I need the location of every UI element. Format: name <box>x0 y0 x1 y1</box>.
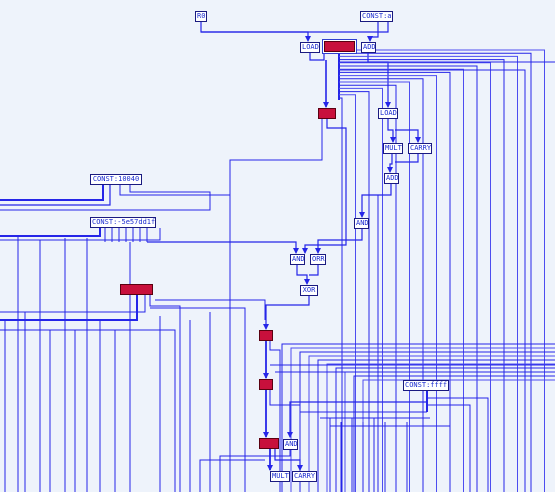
edge-96 <box>219 450 291 492</box>
edge-22 <box>339 49 545 492</box>
edge-2 <box>367 22 379 42</box>
node-const-a[interactable]: CONST:a <box>360 11 393 22</box>
edge-60 <box>150 307 246 492</box>
edge-66 <box>269 390 301 420</box>
node-and-2[interactable]: AND <box>290 254 305 265</box>
edge-52 <box>315 229 363 254</box>
edge-70 <box>308 355 555 492</box>
node-const-ffff[interactable]: CONST:ffff <box>403 380 449 391</box>
edge-57 <box>149 295 181 492</box>
node-red-wide[interactable] <box>120 284 153 295</box>
edge-16 <box>339 68 464 492</box>
edge-69 <box>299 351 555 492</box>
edge-36 <box>0 185 211 211</box>
edge-75 <box>353 375 555 492</box>
edge-6 <box>367 53 391 108</box>
edge-24 <box>339 69 526 492</box>
edge-21 <box>339 52 532 492</box>
edge-13 <box>339 78 424 492</box>
edge-45 <box>0 228 161 241</box>
edge-14 <box>339 75 437 492</box>
node-red-4[interactable] <box>259 379 273 390</box>
node-and-1[interactable]: AND <box>354 218 369 229</box>
edge-17 <box>339 65 478 492</box>
edge-81 <box>427 404 471 492</box>
edge-7 <box>339 97 343 492</box>
edge-31 <box>359 184 392 218</box>
node-selected-top[interactable] <box>324 41 355 52</box>
node-red-2[interactable] <box>318 108 336 119</box>
edge-9 <box>339 91 370 492</box>
edge-73 <box>335 367 555 492</box>
edge-59 <box>155 299 266 320</box>
edge-71 <box>317 359 555 492</box>
edge-80 <box>427 397 489 492</box>
edge-0 <box>200 22 389 33</box>
edge-37 <box>0 228 101 237</box>
edge-104 <box>0 329 176 492</box>
edge-72 <box>326 363 555 492</box>
node-carry-2[interactable]: CARRY <box>292 471 317 482</box>
edge-27 <box>387 119 396 143</box>
node-const-neg[interactable]: CONST:-5e57dd1f <box>90 217 156 228</box>
edge-28 <box>395 129 421 143</box>
edge-10 <box>339 87 383 492</box>
edge-20 <box>339 55 518 492</box>
edge-30 <box>395 154 419 163</box>
edge-46 <box>147 241 299 254</box>
edge-19 <box>339 59 505 492</box>
edge-67 <box>281 343 555 492</box>
edge-53 <box>296 265 310 285</box>
edge-76 <box>362 379 555 492</box>
edge-55 <box>263 296 310 330</box>
edge-34 <box>0 185 111 206</box>
edge-layer <box>0 22 555 492</box>
edge-58 <box>0 295 146 313</box>
edge-95 <box>274 449 303 471</box>
node-add-2[interactable]: ADD <box>384 173 399 184</box>
edge-18 <box>339 62 491 492</box>
edge-3 <box>309 52 325 61</box>
node-xor[interactable]: XOR <box>300 285 318 296</box>
node-r0[interactable]: R0 <box>195 11 207 22</box>
node-orr[interactable]: ORR <box>310 254 326 265</box>
node-mult-2[interactable]: MULT <box>270 471 290 482</box>
edge-35 <box>119 185 231 210</box>
node-and-3[interactable]: AND <box>283 439 298 450</box>
node-mult-1[interactable]: MULT <box>383 143 403 154</box>
edge-33 <box>0 185 104 201</box>
node-carry-1[interactable]: CARRY <box>408 143 432 154</box>
node-load-2[interactable]: LOAD <box>378 108 398 119</box>
edge-1 <box>201 31 311 42</box>
edge-54 <box>309 265 319 276</box>
node-const-10040[interactable]: CONST:10040 <box>90 174 142 185</box>
edge-97 <box>199 459 265 492</box>
edge-26 <box>229 119 323 492</box>
edge-64 <box>269 341 281 492</box>
node-red-5[interactable] <box>259 438 279 449</box>
edge-29 <box>387 154 393 173</box>
edge-12 <box>339 81 410 492</box>
edge-56 <box>0 295 138 321</box>
node-add-1[interactable]: ADD <box>361 42 376 53</box>
node-load-1[interactable]: LOAD <box>300 42 320 53</box>
edge-25 <box>302 119 347 254</box>
edge-83 <box>287 401 427 438</box>
node-red-3[interactable] <box>259 330 273 341</box>
